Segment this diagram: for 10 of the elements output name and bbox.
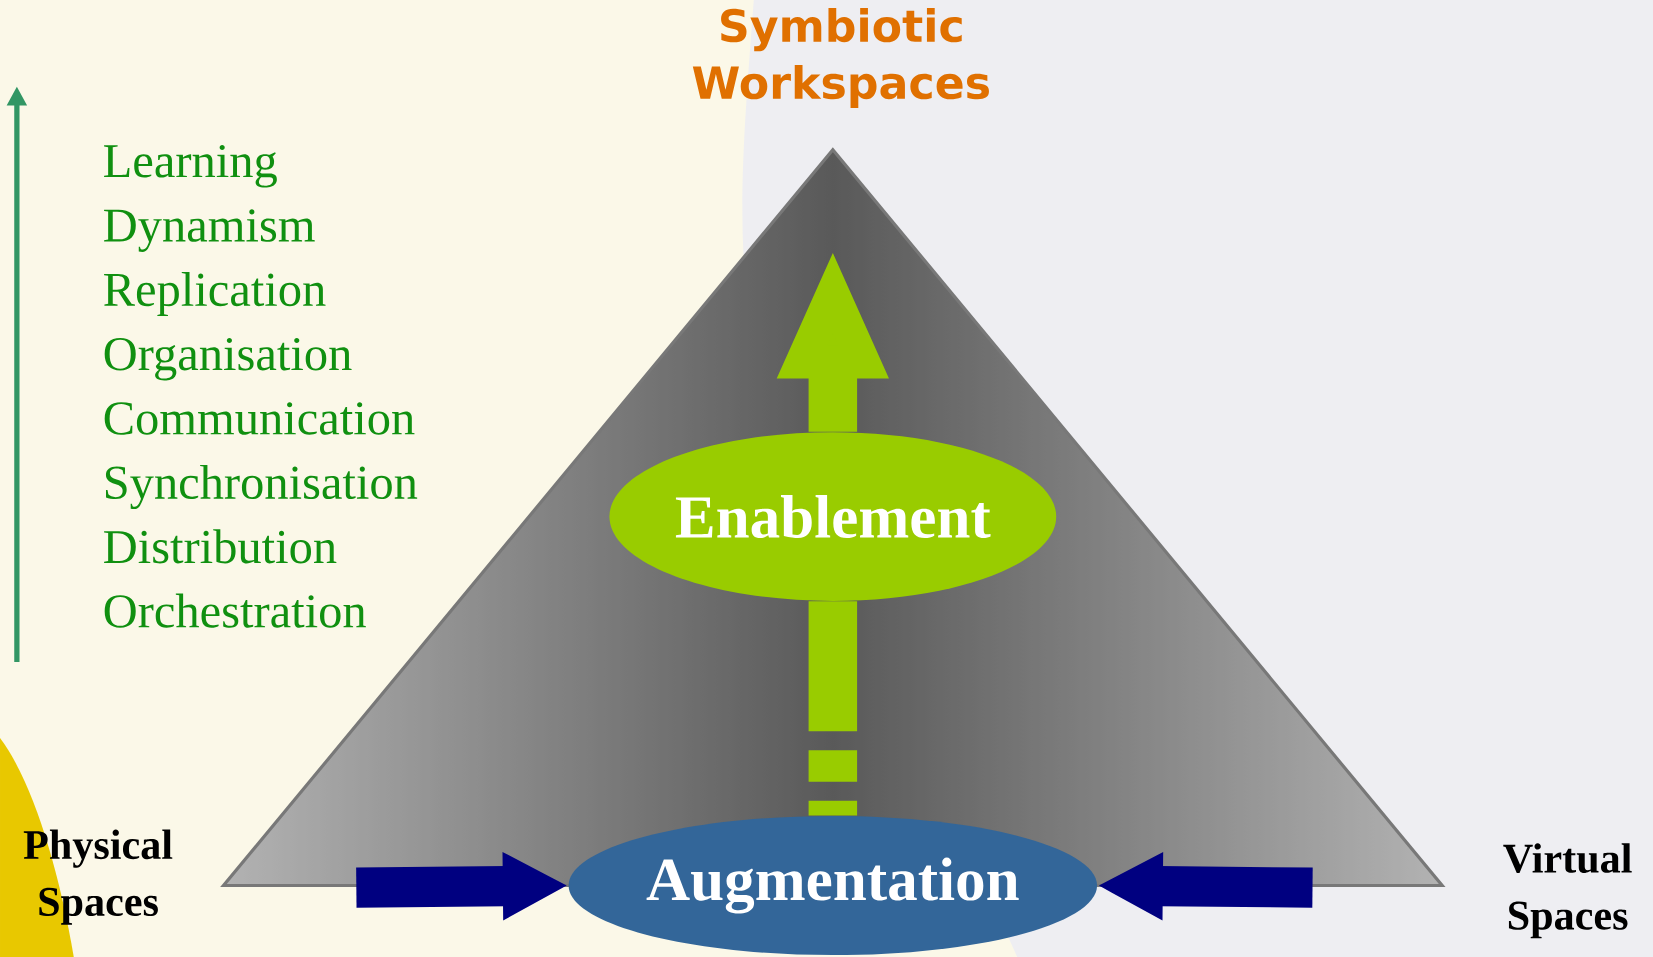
list-item: Dynamism <box>104 209 315 252</box>
title-text: Symbiotic Workspaces <box>692 8 989 108</box>
list-item: Learning <box>104 144 277 188</box>
list-item: Orchestration <box>104 593 366 628</box>
space-label: Virtual Spaces <box>1503 843 1632 939</box>
list-item: Synchronisation <box>105 464 418 509</box>
list-item: Organisation <box>104 337 352 381</box>
list-item: Communication <box>104 402 415 435</box>
list-item: Distribution <box>104 529 337 564</box>
list-item: Replication <box>104 271 326 316</box>
